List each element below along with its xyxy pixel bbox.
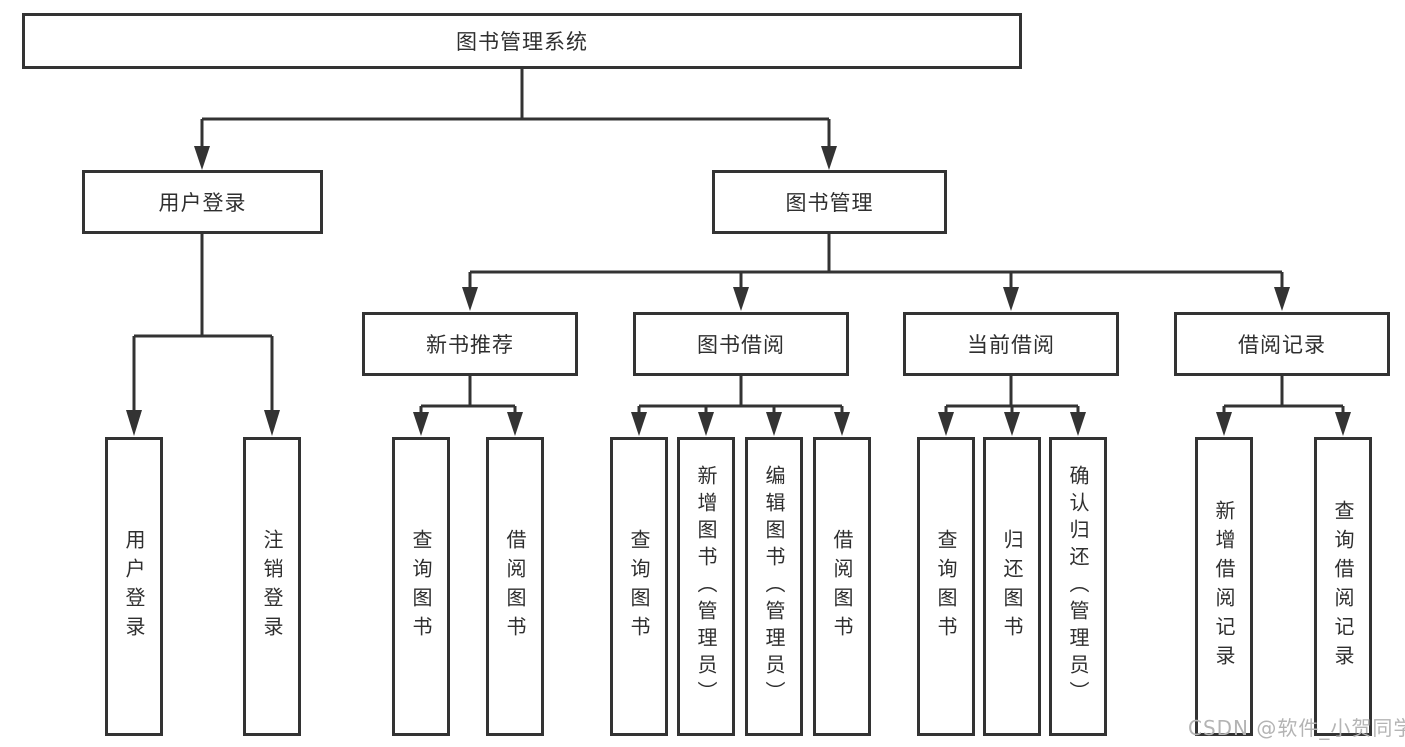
leaf-newbook-borrow-books-label: 借阅图书 (503, 528, 527, 645)
leaf-add-books-admin-label: 新增图书（管理员） (694, 465, 718, 708)
csdn-watermark: CSDN @软件_小贺同学 (1188, 716, 1405, 740)
node-borrowing-records: 借阅记录 (1174, 312, 1390, 376)
leaf-newbook-borrow-books: 借阅图书 (486, 437, 544, 736)
leaf-query-borrow-record-label: 查询借阅记录 (1331, 499, 1355, 674)
node-new-book-recommend: 新书推荐 (362, 312, 578, 376)
node-book-management-label: 图书管理 (785, 191, 874, 215)
leaf-current-query-books-label: 查询图书 (934, 528, 958, 645)
leaf-return-books: 归还图书 (983, 437, 1041, 736)
leaf-confirm-return-admin-label: 确认归还（管理员） (1066, 465, 1090, 708)
connector-book-borrow-branch (631, 376, 850, 436)
connector-root-to-level2 (194, 69, 837, 170)
leaf-user-login-label: 用户登录 (122, 528, 146, 645)
leaf-confirm-return-admin: 确认归还（管理员） (1049, 437, 1107, 736)
leaf-borrow-borrow-books: 借阅图书 (813, 437, 871, 736)
leaf-edit-books-admin: 编辑图书（管理员） (745, 437, 803, 736)
leaf-edit-books-admin-label: 编辑图书（管理员） (762, 465, 786, 708)
connector-borrow-record-branch (1216, 376, 1351, 436)
node-current-borrowing-label: 当前借阅 (967, 333, 1055, 357)
node-library-management-system-label: 图书管理系统 (456, 30, 588, 54)
leaf-add-borrow-record-label: 新增借阅记录 (1212, 499, 1236, 674)
node-current-borrowing: 当前借阅 (903, 312, 1119, 376)
leaf-current-query-books: 查询图书 (917, 437, 975, 736)
node-book-management: 图书管理 (712, 170, 947, 234)
leaf-logout-label: 注销登录 (260, 528, 284, 645)
leaf-query-borrow-record: 查询借阅记录 (1314, 437, 1372, 736)
leaf-borrow-borrow-books-label: 借阅图书 (830, 528, 854, 645)
connector-book-management-branch (462, 234, 1290, 311)
leaf-add-books-admin: 新增图书（管理员） (677, 437, 735, 736)
connector-new-book-branch (413, 376, 523, 436)
leaf-newbook-query-books-label: 查询图书 (409, 528, 433, 645)
node-new-book-recommend-label: 新书推荐 (426, 333, 514, 357)
node-book-borrowing-label: 图书借阅 (697, 333, 785, 357)
connector-user-login-branch (126, 234, 280, 436)
leaf-return-books-label: 归还图书 (1000, 528, 1024, 645)
leaf-newbook-query-books: 查询图书 (392, 437, 450, 736)
node-borrowing-records-label: 借阅记录 (1238, 333, 1326, 357)
leaf-add-borrow-record: 新增借阅记录 (1195, 437, 1253, 736)
node-user-login: 用户登录 (82, 170, 323, 234)
connector-current-borrow-branch (938, 376, 1086, 436)
leaf-logout: 注销登录 (243, 437, 301, 736)
node-book-borrowing: 图书借阅 (633, 312, 849, 376)
node-user-login-label: 用户登录 (158, 191, 247, 215)
leaf-user-login: 用户登录 (105, 437, 163, 736)
leaf-borrow-query-books-label: 查询图书 (627, 528, 651, 645)
node-library-management-system: 图书管理系统 (22, 13, 1022, 69)
leaf-borrow-query-books: 查询图书 (610, 437, 668, 736)
